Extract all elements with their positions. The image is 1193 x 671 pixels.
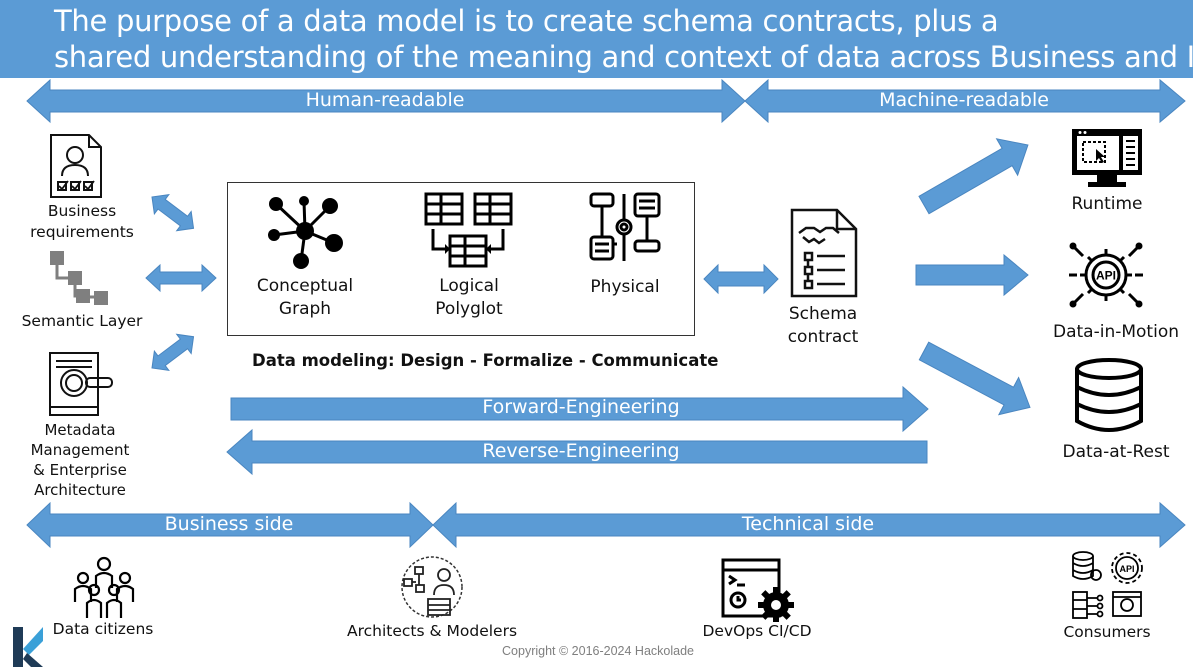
logical-line-1: Logical — [439, 276, 499, 296]
conceptual-line-2: Graph — [278, 298, 332, 319]
technical-side-arrow — [432, 501, 1186, 549]
reverse-engineering-arrow — [226, 428, 928, 476]
catalog-search-icon — [49, 352, 113, 416]
business-req-double-arrow — [151, 193, 195, 232]
graph-nodes-icon — [268, 196, 343, 269]
people-group-icon — [73, 556, 135, 618]
semantic-double-arrow — [145, 263, 217, 293]
schema-line-2: contract — [787, 326, 859, 347]
hierarchy-icon — [50, 251, 108, 305]
machine-readable-arrow — [744, 78, 1186, 124]
data-citizens-label: Data citizens — [52, 620, 154, 638]
metadata-line-4: Architecture — [34, 480, 126, 499]
contract-handshake-icon — [790, 208, 858, 298]
consumers-label: Consumers — [1063, 623, 1151, 641]
architects-label: Architects & Modelers — [346, 622, 518, 640]
architect-icon — [401, 556, 463, 618]
data-in-motion-label: Data-in-Motion — [1053, 322, 1179, 342]
data-modeling-caption: Data modeling: Design - Formalize - Comm… — [252, 351, 719, 370]
machine-readable-label: Machine-readable — [879, 89, 1049, 111]
database-icon — [1075, 358, 1143, 432]
metadata-line-1: Metadata — [44, 421, 116, 439]
api-gear-icon: API — [1069, 242, 1143, 308]
data-at-rest-label: Data-at-Rest — [1062, 442, 1170, 462]
to-rest-arrow — [918, 341, 1031, 416]
to-motion-arrow — [915, 253, 1029, 297]
schema-icon — [589, 192, 661, 261]
semantic-layer-label: Semantic Layer — [21, 312, 143, 330]
schema-double-arrow — [703, 263, 779, 295]
metadata-line-3: & Enterprise — [33, 460, 127, 479]
physical-label: Physical — [590, 277, 660, 297]
devops-label: DevOps CI/CD — [702, 622, 812, 640]
schema-contract-label: Schema contract — [788, 303, 859, 348]
reverse-engineering-label: Reverse-Engineering — [482, 440, 680, 462]
metadata-line-2: Management — [30, 440, 130, 459]
terminal-gear-icon — [721, 558, 794, 622]
conceptual-line-1: Conceptual — [256, 276, 354, 296]
business-side-label: Business side — [164, 513, 294, 535]
runtime-label: Runtime — [1071, 194, 1143, 214]
header-banner: The purpose of a data model is to create… — [0, 0, 1193, 78]
to-runtime-arrow — [918, 138, 1029, 215]
hackolade-logo-icon — [13, 627, 43, 667]
copyright-text: Copyright © 2016-2024 Hackolade — [502, 644, 694, 658]
business-requirements-text: Business requirements — [30, 202, 134, 241]
metadata-double-arrow — [151, 333, 195, 372]
human-readable-label: Human-readable — [305, 89, 465, 111]
logical-label: Logical Polyglot — [435, 275, 502, 320]
consumers-icon: API — [1072, 551, 1143, 619]
tables-icon — [424, 192, 513, 268]
business-requirements-label: Business requirements — [27, 201, 137, 242]
forward-engineering-arrow — [230, 385, 929, 433]
svg-text:API: API — [1096, 269, 1116, 283]
user-checklist-icon — [50, 134, 102, 198]
title-line-2: shared understanding of the meaning and … — [54, 40, 1193, 74]
technical-side-label: Technical side — [741, 513, 875, 535]
svg-text:API: API — [1119, 564, 1134, 574]
forward-engineering-label: Forward-Engineering — [482, 396, 680, 418]
logical-line-2: Polyglot — [435, 298, 503, 319]
schema-line-1: Schema — [788, 304, 858, 324]
conceptual-label: Conceptual Graph — [257, 275, 353, 320]
metadata-label: Metadata Management & Enterprise Archite… — [31, 421, 130, 501]
data-model-box — [227, 182, 695, 336]
title-line-1: The purpose of a data model is to create… — [54, 4, 999, 38]
monitor-icon — [1072, 129, 1142, 187]
